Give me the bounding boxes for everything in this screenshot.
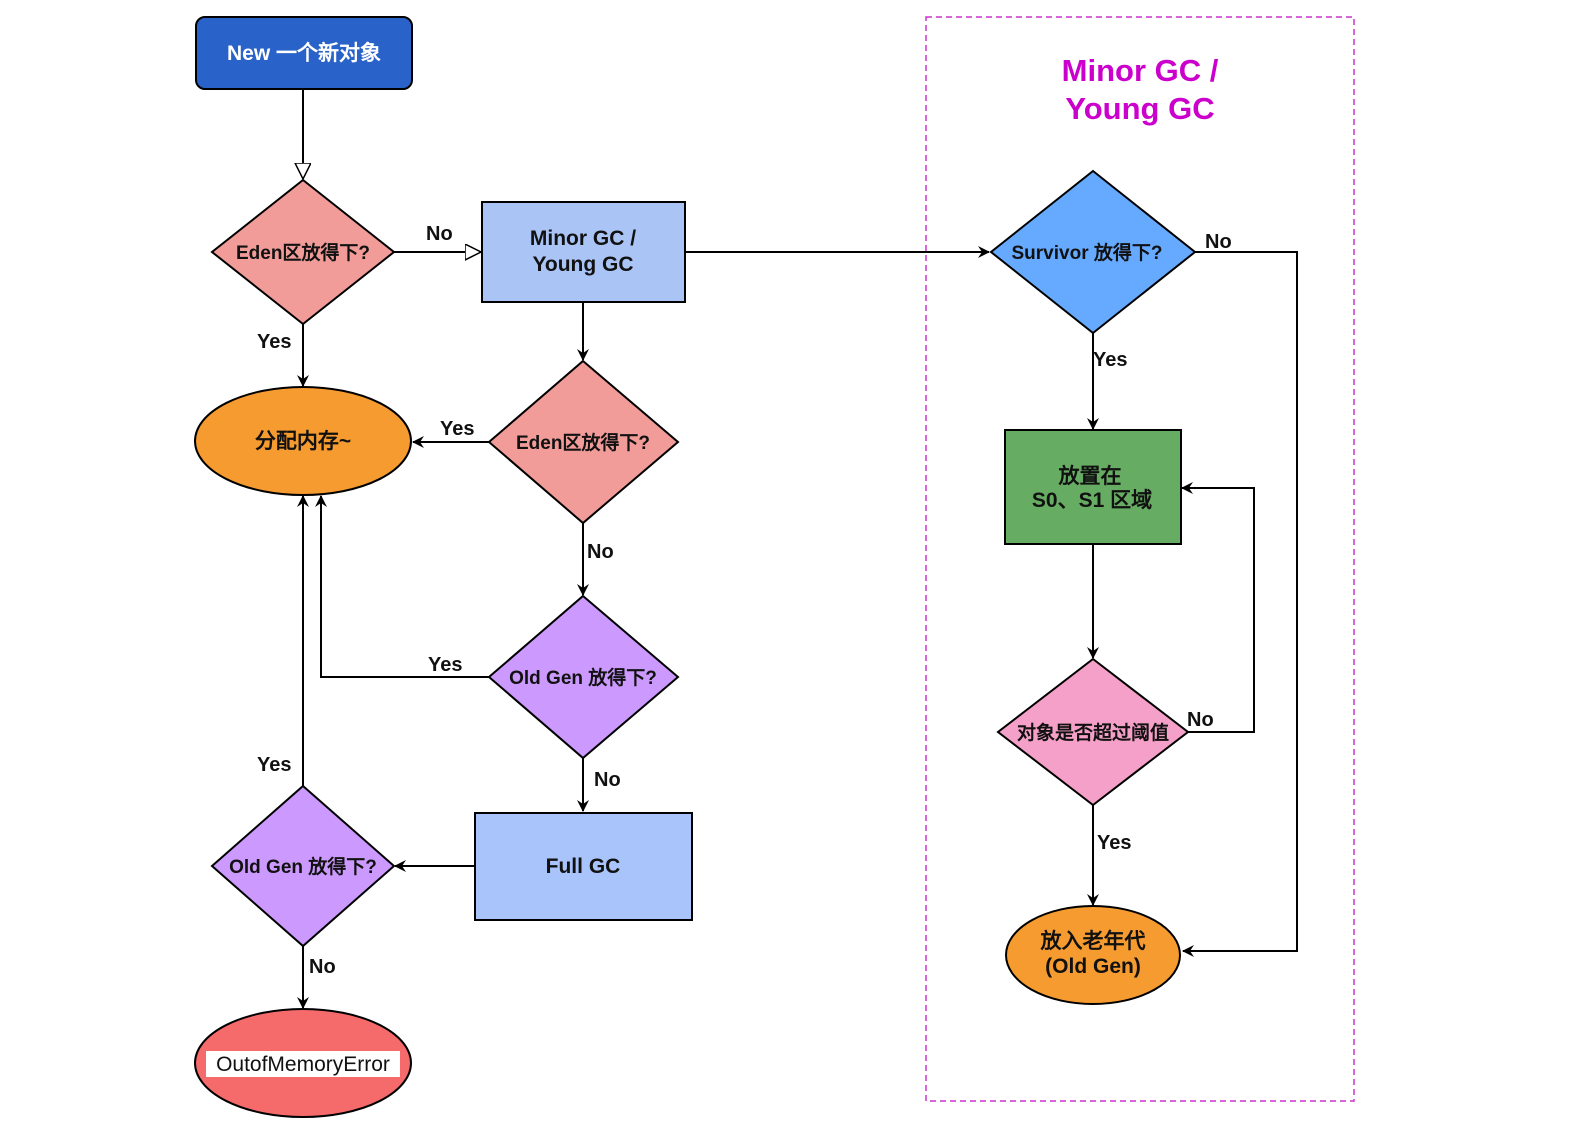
edge-label-oldgen1-no: No <box>594 769 621 791</box>
edge-survivor-to-oldgen <box>1182 251 1298 957</box>
old-gen-check-1-node <box>487 594 680 760</box>
oom-label: OutofMemoryError <box>216 1053 390 1076</box>
edge-oldgen1-to-allocate <box>315 495 489 678</box>
to-old-gen-label-line2: (Old Gen) <box>1045 955 1141 978</box>
allocate-memory-label: 分配内存~ <box>255 429 351 453</box>
eden-check-1-node <box>210 178 396 326</box>
eden-check-2-label: Eden区放得下? <box>516 431 650 454</box>
edge-label-survivor-yes: Yes <box>1093 349 1127 371</box>
edge-label-eden1-no: No <box>426 223 453 245</box>
place-s0-s1-label-line2: S0、S1 区域 <box>1032 488 1152 512</box>
threshold-check-label: 对象是否超过阈值 <box>1017 721 1169 744</box>
minor-gc-region <box>925 16 1355 1102</box>
region-title-line2: Young GC <box>1065 91 1214 126</box>
full-gc-label: Full GC <box>546 855 621 878</box>
minor-gc-label-line2: Young GC <box>532 253 633 276</box>
old-gen-check-1-label: Old Gen 放得下? <box>509 666 657 689</box>
threshold-check-node <box>996 657 1190 807</box>
minor-gc-node <box>481 201 686 303</box>
region-title-line1: Minor GC / <box>1062 53 1219 88</box>
edge-label-threshold-no: No <box>1187 709 1214 731</box>
place-s0-s1-label-line1: 放置在 <box>1058 464 1122 488</box>
edge-label-eden2-yes: Yes <box>440 418 474 440</box>
new-object-label: New 一个新对象 <box>227 41 381 65</box>
edge-threshold-to-place <box>1181 482 1255 733</box>
edge-label-eden1-yes: Yes <box>257 331 291 353</box>
new-object-node <box>195 16 413 90</box>
allocate-memory-node <box>194 386 412 496</box>
edge-label-oldgen2-no: No <box>309 956 336 978</box>
edge-label-eden2-no: No <box>587 541 614 563</box>
survivor-check-node <box>989 169 1197 335</box>
edge-label-oldgen2-yes: Yes <box>257 754 291 776</box>
oom-label-background <box>206 1051 400 1077</box>
place-s0-s1-node <box>1004 429 1182 545</box>
edge-label-threshold-yes: Yes <box>1097 832 1131 854</box>
minor-gc-label-line1: Minor GC / <box>530 227 636 250</box>
eden-check-2-node <box>487 359 680 525</box>
to-old-gen-node <box>1005 905 1181 1005</box>
full-gc-node <box>474 812 693 921</box>
eden-check-1-label: Eden区放得下? <box>236 241 370 264</box>
edge-label-oldgen1-yes: Yes <box>428 654 462 676</box>
old-gen-check-2-node <box>210 784 396 948</box>
survivor-check-label: Survivor 放得下? <box>1012 241 1163 264</box>
edge-label-survivor-no: No <box>1205 231 1232 253</box>
old-gen-check-2-label: Old Gen 放得下? <box>229 855 377 878</box>
to-old-gen-label-line1: 放入老年代 <box>1040 929 1146 953</box>
